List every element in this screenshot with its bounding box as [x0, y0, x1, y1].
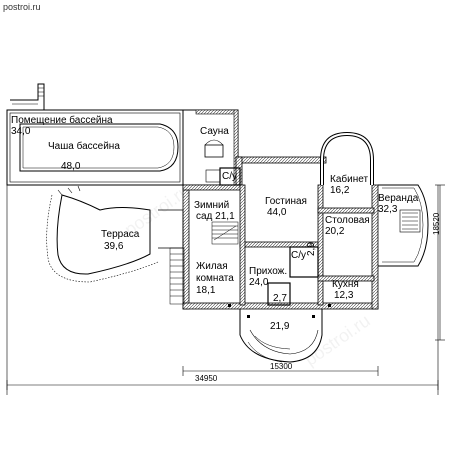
bedroom-name-1: Жилая [196, 261, 228, 272]
dining-name: Столовая [325, 215, 370, 226]
total-height-dim: 18520 [432, 212, 441, 235]
sauna-name: Сауна [200, 126, 229, 137]
pool-room-name: Помещение бассейна [11, 115, 113, 126]
pool-room-area: 34,0 [11, 126, 31, 137]
bedroom-area: 18,1 [196, 285, 216, 296]
winter-garden-name-2: сад 21,1 [196, 211, 235, 222]
watermark-text: postroi.ru [3, 2, 41, 12]
wc-top-walls [219, 167, 241, 186]
wc-small-name: С/у [291, 250, 306, 261]
vestibule-area: 2,7 [273, 293, 287, 304]
pool-bowl-name: Чаша бассейна [48, 141, 120, 152]
dimension-lines [6, 184, 445, 395]
kitchen-name: Кухня [332, 279, 359, 290]
vestibule-walls [267, 282, 291, 306]
living-name: Гостиная [265, 196, 307, 207]
hall-area: 24,0 [249, 277, 269, 288]
main-house-walls [182, 156, 379, 310]
dining-area: 20,2 [325, 226, 345, 237]
winter-garden-name-1: Зимний [194, 200, 230, 211]
pool-bowl-shape [19, 123, 179, 172]
office-area: 16,2 [330, 185, 350, 196]
veranda-name: Веранда [378, 193, 419, 204]
pool-stair [10, 83, 45, 110]
pool-room-inner [9, 112, 181, 183]
wc-top-name: С/у [222, 171, 237, 182]
winter-garden-stair [211, 221, 239, 245]
office-name: Кабинет [330, 174, 369, 185]
veranda-outline [378, 184, 429, 267]
terrace-area: 39,6 [104, 241, 124, 252]
kitchen-area: 12,3 [334, 290, 354, 301]
terrace-name: Терраса [101, 229, 140, 240]
pool-bowl-area: 48,0 [61, 161, 81, 172]
veranda-area: 32,3 [378, 204, 398, 215]
wc-small-walls [289, 246, 319, 278]
porch-area: 21,9 [270, 321, 290, 332]
total-width-dim: 34950 [195, 374, 218, 383]
terrace-outline [56, 194, 151, 275]
main-width-dim: 15300 [270, 362, 293, 371]
hall-name: Прихож. [249, 266, 288, 277]
bedroom-name-2: комната [196, 273, 234, 284]
living-area: 44,0 [267, 207, 287, 218]
porch-outline [239, 309, 323, 363]
bedroom-stair [169, 247, 185, 305]
wc-small-area: 2,9 [306, 242, 317, 256]
